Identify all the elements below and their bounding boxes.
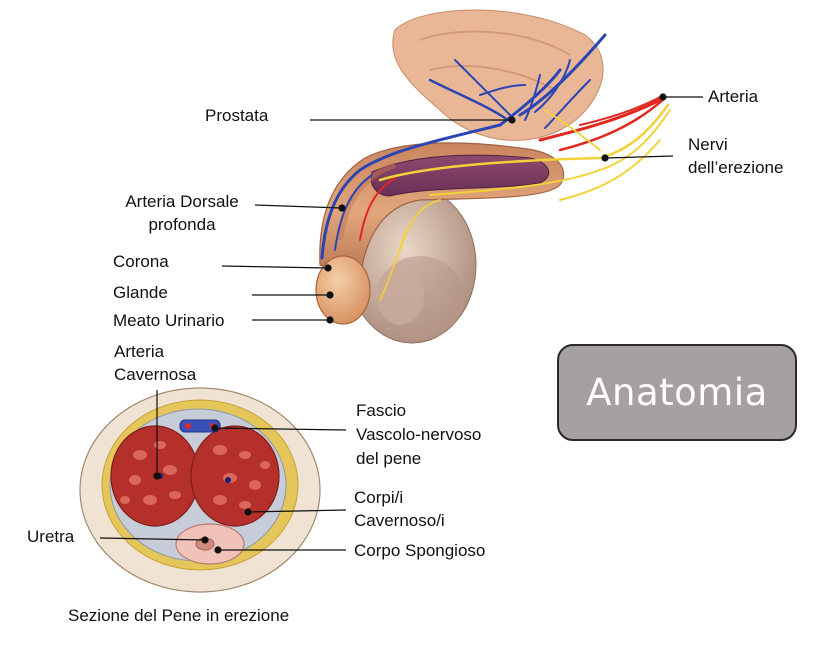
penis-shaft (319, 142, 565, 281)
title-box-text: Anatomia (586, 371, 768, 414)
leader-lines (99, 93, 703, 554)
veins (320, 33, 607, 260)
label-arteria-cavernosa-line1: Arteria (114, 342, 165, 361)
label-meato-urinario: Meato Urinario (113, 311, 225, 330)
label-arteria-dorsale-line2: profonda (148, 215, 216, 234)
label-prostata: Prostata (205, 106, 269, 125)
glans (315, 255, 371, 325)
label-fascio-line2: Vascolo-nervoso (356, 425, 482, 444)
label-corpi-cavernosi: Corpi/i Cavernoso/i (354, 486, 445, 532)
label-arteria-cavernosa-line2: Cavernosa (114, 365, 197, 384)
label-glande: Glande (113, 283, 168, 302)
label-uretra: Uretra (27, 527, 75, 546)
label-arteria: Arteria (708, 87, 759, 106)
label-corpi-line2: Cavernoso/i (354, 511, 445, 530)
label-arteria-dorsale-line1: Arteria Dorsale (125, 192, 239, 211)
label-fascio-vascolo-nervoso: Fascio Vascolo-nervoso del pene (356, 399, 481, 471)
label-arteria-dorsale: Arteria Dorsale profonda (112, 190, 252, 236)
label-fascio-line1: Fascio (356, 401, 407, 420)
label-corona: Corona (113, 252, 169, 271)
nerves (378, 103, 671, 301)
label-corpi-line1: Corpi/i (354, 488, 404, 507)
figure-caption: Sezione del Pene in erezione (68, 606, 290, 625)
label-nervi-line1: Nervi (688, 135, 728, 154)
bladder-region (392, 9, 604, 141)
label-fascio-line3: del pene (356, 449, 422, 468)
label-nervi-erezione: Nervi dell’erezione (688, 133, 783, 179)
label-arteria-cavernosa: Arteria Cavernosa (114, 340, 196, 386)
arteries (359, 95, 667, 241)
label-nervi-line2: dell’erezione (688, 158, 784, 177)
cross-section (79, 387, 321, 593)
title-box: Anatomia (557, 344, 797, 441)
label-corpo-spongioso: Corpo Spongioso (354, 541, 486, 560)
